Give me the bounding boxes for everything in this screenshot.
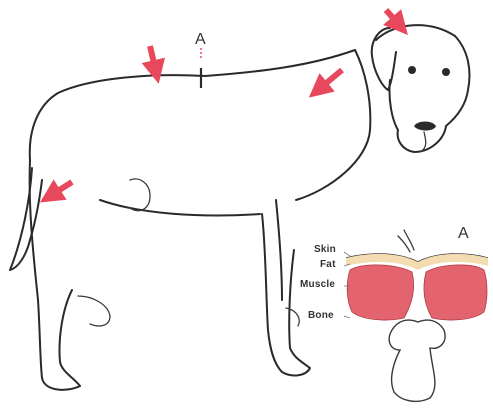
inset-a-label: A <box>458 226 469 242</box>
marker-a-label: A <box>195 32 206 48</box>
dog-mouth <box>420 132 426 152</box>
dog-rump <box>30 93 58 160</box>
muscle-label: Muscle <box>300 280 335 290</box>
muscle-right <box>424 265 487 320</box>
muscle-left <box>347 265 413 320</box>
dog-front-leg-2 <box>276 200 282 300</box>
skin-label: Skin <box>314 245 336 255</box>
dog-ear <box>372 28 396 90</box>
arrow-thigh <box>50 182 72 196</box>
arrow-neck <box>386 10 400 26</box>
dog-flank <box>130 179 150 211</box>
dog-nose <box>414 122 436 131</box>
skin-leader <box>344 252 350 256</box>
injection-arrows <box>50 10 400 196</box>
bone-leader <box>344 316 350 318</box>
cross-section-inset <box>344 230 488 401</box>
bone-label: Bone <box>308 311 334 321</box>
arrow-shoulder <box>318 70 342 90</box>
bone-vertebra <box>389 320 445 401</box>
dog-front-leg <box>262 214 310 375</box>
dog-eye-left <box>408 66 416 74</box>
fat-label: Fat <box>320 260 336 270</box>
dog-front-paw <box>286 308 299 326</box>
dog-head <box>376 25 469 152</box>
arrow-back <box>150 46 156 72</box>
dog-belly <box>100 200 260 215</box>
dog-back <box>58 50 355 93</box>
dog-tail <box>10 168 42 270</box>
inset-hair-1 <box>404 230 414 250</box>
dog-chest <box>296 50 370 200</box>
dog-hind-paw <box>78 296 110 326</box>
dog-eye-right <box>442 68 450 76</box>
